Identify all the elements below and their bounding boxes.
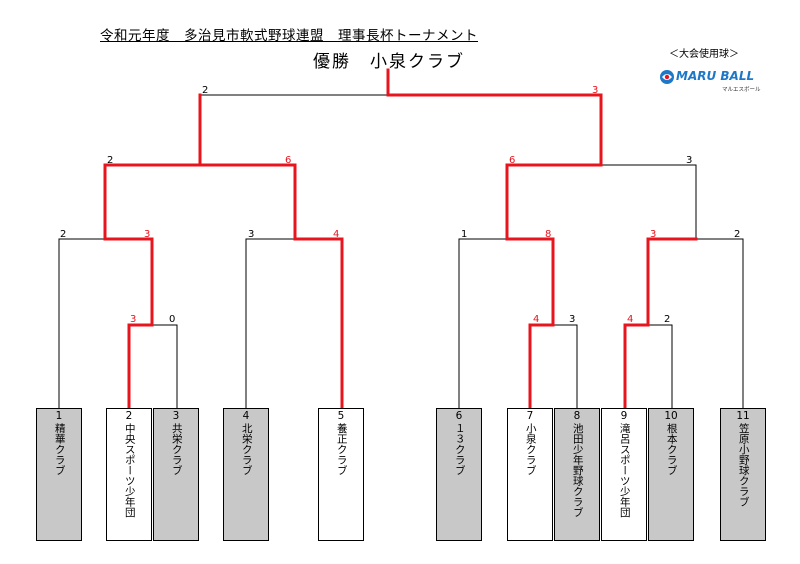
score-final-left: 2 (202, 85, 208, 96)
team-number: 1 (55, 410, 63, 422)
score-sf-right-a: 6 (509, 155, 515, 166)
team-number: 6 (455, 410, 463, 422)
team-name: 精華クラブ (53, 422, 66, 476)
team-box-11: 11 笠原小野球クラブ (720, 408, 766, 541)
team-box-1: 1 精華クラブ (36, 408, 82, 541)
team-number: 7 (526, 410, 534, 422)
line-team6 (458, 238, 508, 409)
official-ball-note: ＜大会使用球＞ (669, 49, 739, 60)
team-box-7: 7 小泉クラブ (507, 408, 553, 541)
team-name: 根本クラブ (665, 422, 678, 476)
team-box-5: 5 養正クラブ (318, 408, 364, 541)
team-number: 11 (736, 410, 750, 422)
team-box-8: 8 池田少年野球クラブ (554, 408, 600, 541)
line-team11 (695, 238, 744, 409)
score-r2-team9: 3 (650, 229, 656, 240)
score-sf-right-b: 3 (686, 155, 692, 166)
team-number: 10 (664, 410, 678, 422)
team-number: 5 (337, 410, 345, 422)
logo-subtext: マルエスボール (722, 87, 761, 93)
maru-s-ball-logo: MARU BALL マルエスボール (659, 63, 761, 97)
team-name: 滝呂スポーツ少年団 (618, 422, 631, 518)
score-r2-team1: 2 (60, 229, 66, 240)
team-box-3: 3 共栄クラブ (153, 408, 199, 541)
team-box-9: 9 滝呂スポーツ少年団 (601, 408, 647, 541)
team-number: 4 (242, 410, 250, 422)
winner-paths (103, 68, 698, 410)
team-name: 小泉クラブ (524, 422, 537, 476)
team-box-2: 2 中央スポーツ少年団 (106, 408, 152, 541)
team-name: 共栄クラブ (170, 422, 183, 476)
score-team3: 0 (169, 314, 175, 325)
team-name: 笠原小野球クラブ (737, 422, 750, 507)
bracket-lines (58, 94, 744, 409)
team-number: 9 (620, 410, 628, 422)
line-team1 (58, 238, 106, 409)
score-team7: 4 (533, 314, 539, 325)
ball-logo-icon (660, 70, 674, 84)
path-team5 (198, 163, 344, 410)
team-box-6: 6 １３クラブ (436, 408, 482, 541)
team-name: 中央スポーツ少年団 (123, 422, 136, 518)
score-r2-team4: 3 (248, 229, 254, 240)
tournament-title: 令和元年度 多治見市軟式野球連盟 理事長杯トーナメント (100, 28, 478, 44)
logo-wordmark: MARU BALL (676, 69, 755, 83)
line-team10 (647, 324, 673, 409)
score-r2-team11: 2 (734, 229, 740, 240)
team-number: 8 (573, 410, 581, 422)
path-team2 (103, 93, 202, 410)
line-team4 (245, 238, 296, 409)
score-team8: 3 (569, 314, 575, 325)
team-name: １３クラブ (453, 422, 466, 476)
line-team3 (151, 324, 178, 409)
team-number: 3 (172, 410, 180, 422)
score-r2-team6: 1 (461, 229, 467, 240)
score-r2-team7: 8 (545, 229, 551, 240)
team-name: 池田少年野球クラブ (571, 422, 584, 518)
score-r2-team2: 3 (144, 229, 150, 240)
team-number: 2 (125, 410, 133, 422)
line-sf-right-b (600, 164, 697, 240)
line-team8 (552, 324, 578, 409)
score-team2: 3 (130, 314, 136, 325)
path-team7 (386, 68, 603, 410)
team-box-4: 4 北栄クラブ (223, 408, 269, 541)
score-team9: 4 (627, 314, 633, 325)
score-r2-team5: 4 (333, 229, 339, 240)
scores: 3 0 4 3 4 2 2 3 3 4 1 8 3 2 2 6 6 3 2 3 (60, 85, 740, 325)
team-name: 養正クラブ (335, 422, 348, 476)
team-box-10: 10 根本クラブ (648, 408, 694, 541)
team-name: 北栄クラブ (240, 422, 253, 476)
winner-label: 優勝 小泉クラブ (313, 52, 465, 72)
score-final-right: 3 (592, 85, 598, 96)
path-team9 (623, 237, 698, 410)
score-sf-left-a: 2 (107, 155, 113, 166)
score-team10: 2 (664, 314, 670, 325)
score-sf-left-b: 6 (285, 155, 291, 166)
